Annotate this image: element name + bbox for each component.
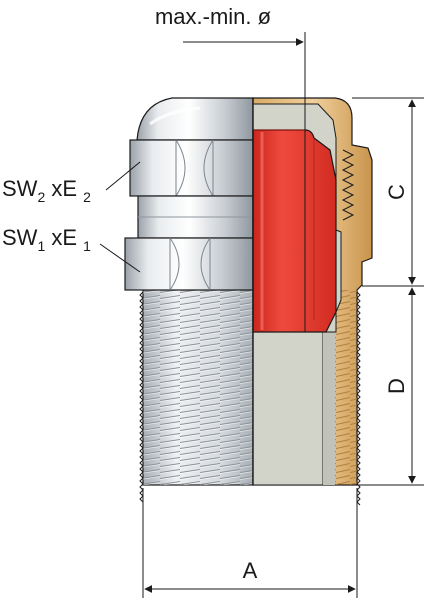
callout-sw1-e1: SW1 xE 1 xyxy=(2,225,141,273)
dimension-max-min-diameter: max.-min. ø xyxy=(155,4,306,332)
section-cutaway xyxy=(252,97,373,506)
hex-nut-upper xyxy=(129,139,254,197)
brass-thread-edge xyxy=(356,291,361,506)
label-dimension-a: A xyxy=(243,558,258,583)
dimension-d: D xyxy=(357,287,424,486)
bore-insert xyxy=(252,331,324,486)
dimension-a: A xyxy=(142,488,358,598)
hex-nut-lower xyxy=(124,237,254,291)
label-dimension-d: D xyxy=(384,378,409,394)
thread-edge-left xyxy=(139,291,144,503)
threaded-body xyxy=(139,289,254,503)
label-sw2-e2: SW2 xE 2 xyxy=(2,176,91,205)
internal-thread xyxy=(341,149,355,221)
dome-cap xyxy=(136,97,254,141)
callout-sw2-e2: SW2 xE 2 xyxy=(2,161,141,205)
label-sw1-e1: SW1 xE 1 xyxy=(2,225,91,254)
label-dimension-c: C xyxy=(384,184,409,200)
seal-insert xyxy=(252,129,337,333)
dimension-c: C xyxy=(352,97,424,287)
label-max-min-diameter: max.-min. ø xyxy=(155,4,271,29)
